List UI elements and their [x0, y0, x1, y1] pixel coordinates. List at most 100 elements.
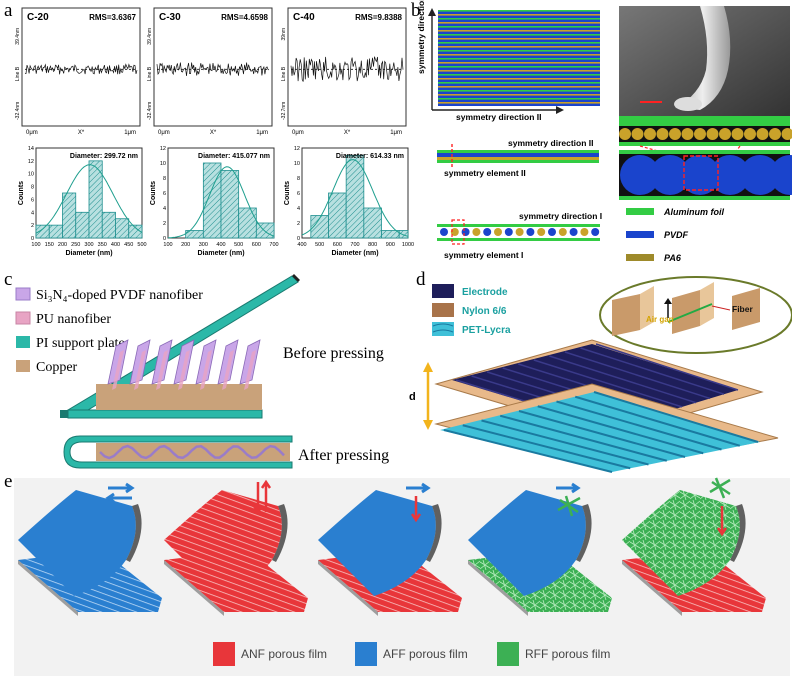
histogram-bar	[115, 218, 130, 239]
electrode-ridge	[580, 347, 725, 395]
fiber-dot	[450, 228, 459, 236]
pa6-fiber	[756, 128, 769, 140]
film-stack-1	[18, 482, 162, 616]
laminate-stripe	[438, 10, 600, 12]
pa6-fiber-row	[619, 116, 792, 146]
motion-arrow-icon	[716, 506, 728, 537]
top-film	[318, 490, 436, 596]
film-curl-edge	[576, 504, 592, 562]
legend-swatch-pi	[16, 336, 30, 348]
laminate-stripe	[438, 30, 600, 32]
legend-aff: AFF porous film	[383, 647, 468, 661]
legend-pi-support-plate: PI support plate	[36, 336, 125, 351]
x-tick-label: 1000	[402, 242, 414, 248]
panel-c-legend: Si₃N₄-doped PVDF nanofiber PU nanofiber …	[15, 287, 203, 375]
laminate-stripe	[438, 26, 600, 28]
legend-swatch-pvdf-nanofiber	[15, 287, 31, 301]
x-tick-label: 500	[234, 242, 243, 248]
x-tick: X*	[210, 130, 217, 136]
pa6-fiber	[681, 128, 694, 140]
x-tick-label: 500	[315, 242, 324, 248]
sample-label: C-30	[159, 12, 181, 23]
legend-swatch-pet-lycra	[432, 322, 454, 336]
y-axis-label: Counts	[18, 181, 25, 205]
electrode-ridge	[564, 351, 711, 400]
x-tick-label: 200	[58, 242, 67, 248]
laminate-stripe	[438, 22, 600, 24]
fiber-dot	[558, 228, 567, 236]
laminate-stripe	[438, 94, 600, 96]
device-before-pressing: Before pressing	[60, 274, 384, 419]
panel-b-label: b	[411, 0, 421, 21]
pvdf-fiber	[650, 155, 690, 195]
x-tick-label: 700	[269, 242, 278, 248]
pa6-fiber	[694, 128, 706, 140]
laminate-stripe	[438, 50, 600, 52]
fiber-dot	[526, 228, 535, 236]
y-tick-label: 10	[28, 172, 34, 178]
laminate-stripe	[438, 66, 600, 68]
panel-e-label: e	[4, 471, 12, 492]
y-tick-label: 14	[28, 146, 34, 152]
symmetry-element-ii-label: symmetry element II	[444, 168, 526, 178]
pa6-fiber	[769, 128, 781, 140]
device-after-pressing: After pressing	[63, 435, 389, 469]
x-tick: X*	[78, 130, 85, 136]
y-axis-label: Counts	[284, 181, 291, 205]
legend-anf: ANF porous film	[241, 647, 327, 661]
x-axis-label: Diameter (nm)	[331, 250, 378, 257]
y-tick-label: 10	[160, 161, 166, 167]
spacing-d-label: d	[409, 391, 416, 403]
legend-swatch-nylon	[432, 303, 454, 317]
laminate-stripe	[438, 34, 600, 36]
legend-nylon: Nylon 6/6	[462, 306, 507, 317]
y-bottom-tick: -32.7nm	[281, 102, 287, 120]
symmetry-direction-ii-label-top: symmetry direction II	[456, 112, 542, 122]
fiber-dot	[548, 228, 556, 236]
pa6-fiber	[731, 128, 744, 140]
y-tick-label: 10	[294, 161, 300, 167]
histogram-bar	[62, 192, 77, 239]
x-tick: 0μm	[26, 130, 38, 136]
x-tick-label: 400	[111, 242, 120, 248]
gaussian-fit	[35, 164, 143, 234]
y-tick-label: 2	[163, 221, 166, 227]
electrode-ridge	[549, 355, 697, 404]
laminate-stripe	[438, 46, 600, 48]
histogram-bar	[328, 192, 347, 239]
pvdf-fiber	[710, 155, 750, 195]
y-axis-label: Line B	[281, 66, 287, 81]
electrode-ridge	[595, 343, 739, 391]
plot-frame	[21, 7, 141, 127]
x-tick-label: 250	[71, 242, 80, 248]
x-tick-label: 350	[98, 242, 107, 248]
y-tick-label: 0	[31, 236, 34, 242]
y-axis-label: Line B	[147, 66, 153, 81]
legend-copper: Copper	[36, 360, 78, 375]
motion-arrow-icon	[252, 482, 264, 515]
x-axis-label: Diameter (nm)	[197, 250, 244, 257]
pet-lycra-wave	[574, 395, 741, 447]
y-tick-label: 6	[163, 191, 166, 197]
x-tick: 0μm	[292, 130, 304, 136]
top-film	[468, 490, 586, 596]
gaussian-fit	[301, 159, 409, 237]
fiber-dot	[494, 228, 502, 236]
sem-image	[619, 6, 790, 116]
rms-label: RMS=4.6598	[221, 13, 268, 22]
air-gap-label: Air gap	[646, 315, 674, 324]
legend-swatch-pvdf	[626, 231, 654, 238]
legend-swatch-pa6	[626, 254, 654, 261]
x-tick-label: 150	[45, 242, 54, 248]
legend-pvdf-nanofiber: Si₃N₄-doped PVDF nanofiber	[36, 288, 203, 303]
y-bottom-tick: -32.4nm	[147, 102, 153, 120]
legend-pa6: PA6	[664, 253, 682, 263]
x-tick: 1μm	[390, 130, 402, 136]
x-tick-label: 900	[386, 242, 395, 248]
random-direction-icon	[557, 495, 581, 517]
y-tick-label: 4	[31, 210, 34, 216]
